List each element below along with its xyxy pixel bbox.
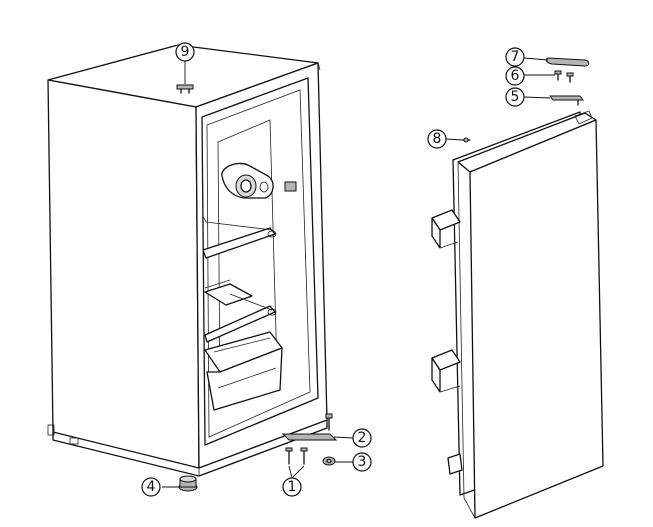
callout-8: 8 <box>427 129 447 149</box>
callout-label-6: 6 <box>511 68 520 84</box>
door-shelf-upper <box>431 209 461 249</box>
light-switch <box>284 181 297 192</box>
callout-label-1: 1 <box>288 479 297 495</box>
lower-shelf <box>204 293 277 343</box>
callout-6: 6 <box>505 66 525 86</box>
callout-9: 9 <box>175 42 195 62</box>
door-pin-part <box>461 137 471 143</box>
upper-shelf <box>202 215 277 259</box>
callout-label-5: 5 <box>511 89 520 105</box>
callout-label-2: 2 <box>358 430 367 446</box>
drip-tray <box>204 279 253 306</box>
upper-hinge-part <box>549 95 584 106</box>
door-shelf-lower <box>431 349 461 393</box>
hinge-nut-part <box>322 456 336 466</box>
adjustable-foot-part <box>178 475 198 492</box>
callout-label-3: 3 <box>358 454 367 470</box>
refrigerator-door <box>431 110 604 519</box>
screws-part <box>285 447 308 465</box>
callout-5: 5 <box>505 87 525 107</box>
door-shelf-bottom <box>447 453 463 475</box>
callout-label-4: 4 <box>147 479 156 495</box>
callout-7: 7 <box>505 47 525 67</box>
crisper-drawer <box>204 331 283 411</box>
callout-2: 2 <box>352 428 372 448</box>
top-hole-cover-part <box>176 84 194 94</box>
lower-hinge-part <box>281 413 338 441</box>
callout-4: 4 <box>141 477 161 497</box>
upper-hinge-screws-part <box>554 70 574 83</box>
callout-label-9: 9 <box>181 44 190 60</box>
thermostat-knob <box>221 162 274 199</box>
hinge-cover-part <box>545 57 590 67</box>
callout-1: 1 <box>282 477 302 497</box>
callout-label-7: 7 <box>511 49 520 65</box>
callout-label-8: 8 <box>433 131 442 147</box>
callout-3: 3 <box>352 452 372 472</box>
refrigerator-cabinet <box>47 44 328 477</box>
